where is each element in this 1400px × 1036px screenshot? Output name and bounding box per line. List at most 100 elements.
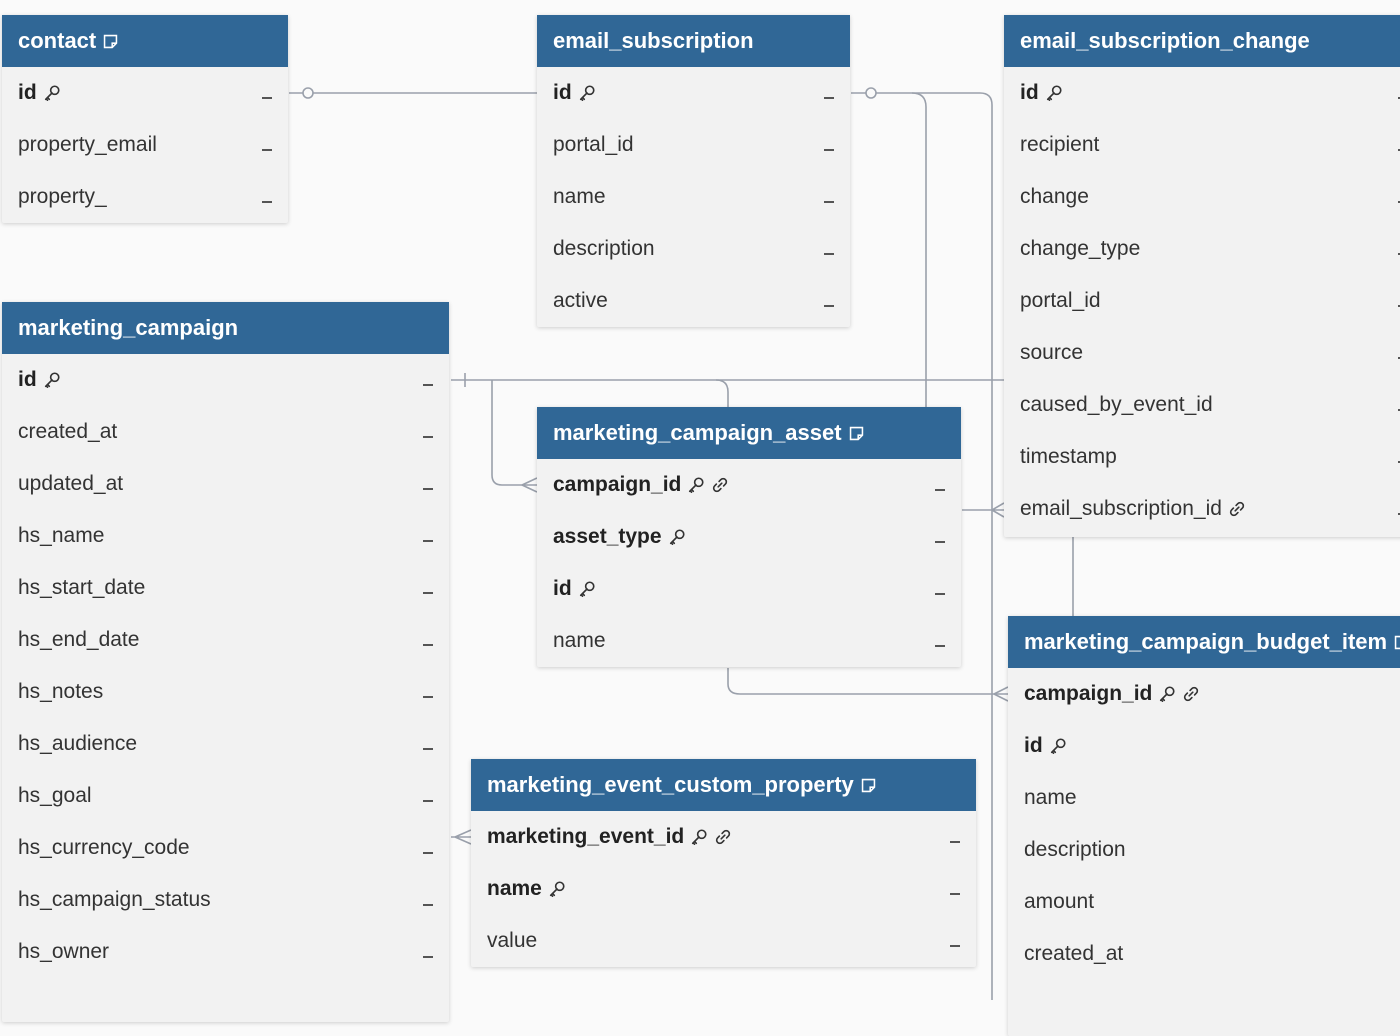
column-row[interactable]: email_subscription_id xyxy=(1004,483,1400,535)
column-row[interactable]: property_email xyxy=(2,119,288,171)
column-row[interactable]: id xyxy=(1004,67,1400,119)
column-row[interactable]: asset_type xyxy=(537,511,961,563)
column-name: hs_owner xyxy=(18,940,110,963)
column-type-placeholder xyxy=(1398,513,1400,515)
column-row[interactable]: name xyxy=(471,863,976,915)
column-type-placeholder xyxy=(423,800,433,802)
column-row[interactable]: created_at xyxy=(2,406,449,458)
column-name: hs_currency_code xyxy=(18,836,190,859)
column-row[interactable]: hs_audience xyxy=(2,718,449,770)
column-row[interactable]: hs_currency_code xyxy=(2,822,449,874)
column-row[interactable]: hs_goal xyxy=(2,770,449,822)
edge-email-subscription-to-asset xyxy=(911,92,927,407)
column-row[interactable]: id xyxy=(537,67,850,119)
column-row[interactable]: campaign_id xyxy=(537,459,961,511)
column-type-placeholder xyxy=(824,149,834,151)
column-row[interactable]: id xyxy=(2,354,449,406)
column-row[interactable]: description xyxy=(537,223,850,275)
column-row[interactable]: id xyxy=(2,67,288,119)
column-row[interactable]: hs_notes xyxy=(2,666,449,718)
table-header[interactable]: marketing_event_custom_property xyxy=(471,759,976,811)
table-header[interactable]: marketing_campaign_budget_item xyxy=(1008,616,1400,668)
column-row[interactable]: campaign_id xyxy=(1008,668,1400,720)
column-type-placeholder xyxy=(423,748,433,750)
column-row[interactable]: hs_end_date xyxy=(2,614,449,666)
column-row[interactable]: source xyxy=(1004,327,1400,379)
column-row[interactable]: portal_id xyxy=(537,119,850,171)
column-row[interactable]: active xyxy=(537,275,850,327)
column-name: change xyxy=(1020,185,1089,208)
column-row[interactable]: portal_id xyxy=(1004,275,1400,327)
edge-crowfoot-email-subscription-id xyxy=(962,502,1005,518)
table-header[interactable]: email_subscription_change xyxy=(1004,15,1400,67)
edge-optional-marker xyxy=(865,87,877,99)
table-title: marketing_campaign xyxy=(18,315,239,340)
column-type-placeholder xyxy=(423,852,433,854)
column-name: created_at xyxy=(1024,942,1124,965)
column-row[interactable]: change_type xyxy=(1004,223,1400,275)
column-name: created_at xyxy=(18,420,118,443)
column-row[interactable]: description xyxy=(1008,824,1400,876)
column-row[interactable]: caused_by_event_id xyxy=(1004,379,1400,431)
edge-optional-marker xyxy=(302,87,314,99)
table-header[interactable]: contact xyxy=(2,15,288,67)
column-type-placeholder xyxy=(950,945,960,947)
column-row[interactable]: recipient xyxy=(1004,119,1400,171)
column-row[interactable]: hs_owner xyxy=(2,926,449,978)
column-type-placeholder xyxy=(950,893,960,895)
column-row[interactable]: hs_start_date xyxy=(2,562,449,614)
column-name: hs_name xyxy=(18,524,105,547)
column-type-placeholder xyxy=(423,904,433,906)
column-row[interactable]: name xyxy=(1008,772,1400,824)
column-row[interactable]: marketing_event_id xyxy=(471,811,976,863)
column-name: hs_end_date xyxy=(18,628,140,651)
column-name: id xyxy=(553,577,572,600)
column-name: value xyxy=(487,929,538,952)
table-header[interactable]: marketing_campaign_asset xyxy=(537,407,961,459)
column-row[interactable]: id xyxy=(1008,720,1400,772)
column-row[interactable]: created_at xyxy=(1008,928,1400,980)
column-row[interactable]: hs_name xyxy=(2,510,449,562)
column-name: property_email xyxy=(18,133,157,156)
column-type-placeholder xyxy=(1398,253,1400,255)
column-type-placeholder xyxy=(1398,461,1400,463)
key-icon xyxy=(689,477,704,494)
column-name: id xyxy=(18,368,37,391)
key-icon xyxy=(1046,85,1062,102)
link-icon xyxy=(713,477,728,493)
column-type-placeholder xyxy=(262,201,272,203)
column-row[interactable]: id xyxy=(537,563,961,615)
key-icon xyxy=(669,529,685,546)
column-name: hs_audience xyxy=(18,732,138,755)
note-icon xyxy=(1394,635,1400,649)
edge-campaign-to-asset xyxy=(491,380,537,486)
column-name: description xyxy=(553,237,655,260)
column-row[interactable]: timestamp xyxy=(1004,431,1400,483)
key-icon xyxy=(692,829,707,846)
column-name: hs_start_date xyxy=(18,576,146,599)
column-row[interactable]: name xyxy=(537,171,850,223)
column-row[interactable]: hs_campaign_status xyxy=(2,874,449,926)
column-name: property_ xyxy=(18,185,107,208)
column-row[interactable]: value xyxy=(471,915,976,967)
table-header[interactable]: marketing_campaign xyxy=(2,302,449,354)
column-row[interactable]: name xyxy=(537,615,961,667)
column-name: name xyxy=(1024,786,1077,809)
column-name: campaign_id xyxy=(553,473,682,496)
table-header[interactable]: email_subscription xyxy=(537,15,850,67)
column-row[interactable]: property_ xyxy=(2,171,288,223)
column-name: hs_notes xyxy=(18,680,104,703)
key-icon xyxy=(1050,738,1066,755)
column-row[interactable]: amount xyxy=(1008,876,1400,928)
column-name: active xyxy=(553,289,608,312)
column-row[interactable]: change xyxy=(1004,171,1400,223)
column-name: id xyxy=(1020,81,1039,104)
column-row[interactable]: updated_at xyxy=(2,458,449,510)
